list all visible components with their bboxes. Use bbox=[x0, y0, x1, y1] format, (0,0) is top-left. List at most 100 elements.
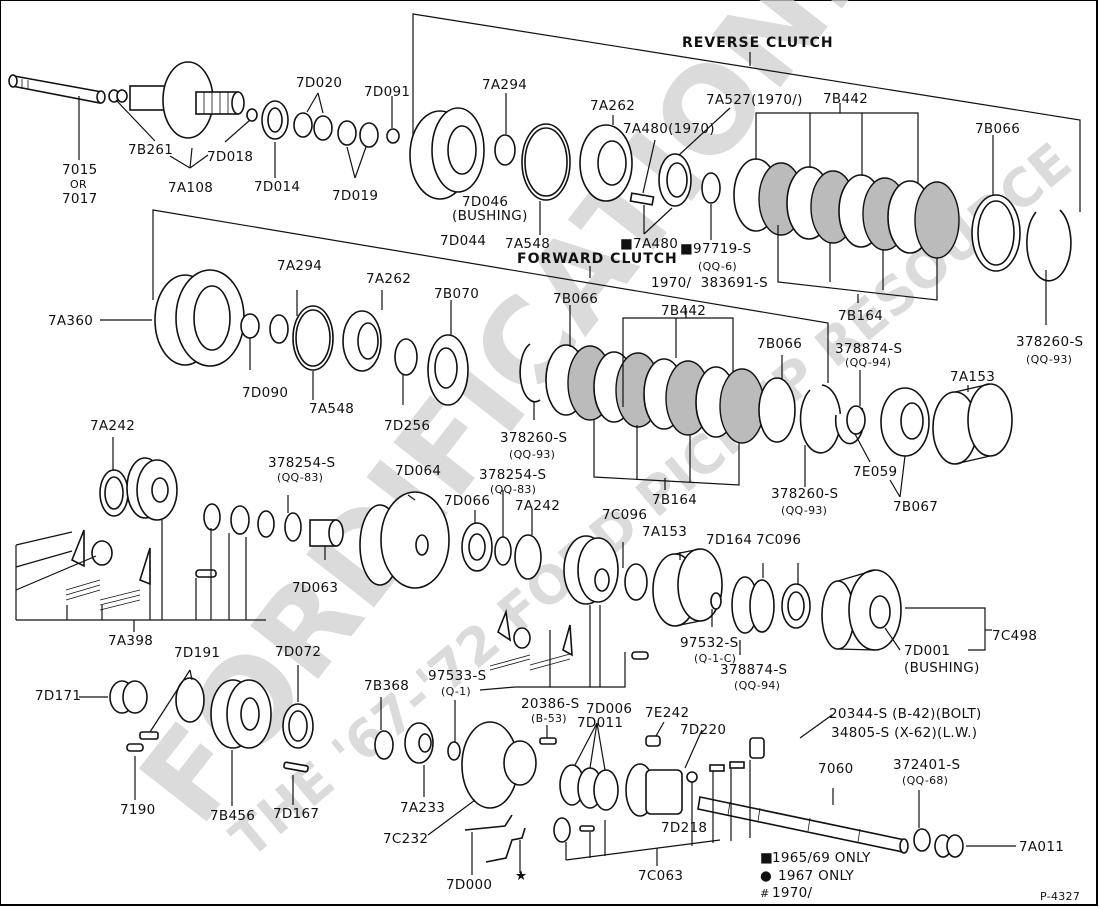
label-7A548-top: 7A548 bbox=[505, 236, 550, 252]
part-372401-seal bbox=[913, 828, 931, 852]
part-7B066-pressure-plate bbox=[971, 194, 1021, 272]
label-7A398: 7A398 bbox=[108, 633, 153, 649]
label-7D191: 7D191 bbox=[174, 645, 220, 661]
legend-item-1967: ● bbox=[760, 868, 772, 884]
part-7D091-washer bbox=[386, 128, 400, 144]
part-7A242-washer bbox=[99, 469, 129, 517]
part-7D014-washer bbox=[261, 100, 289, 140]
label-7C096-left: 7C096 bbox=[602, 507, 647, 523]
part-97532-washer bbox=[710, 592, 722, 610]
part-7D256-ring bbox=[394, 338, 418, 376]
label-7E242: 7E242 bbox=[645, 705, 689, 721]
label-7B164-mid: 7B164 bbox=[652, 492, 697, 508]
legend-item-1970: # bbox=[760, 887, 770, 900]
label-7A480-1970: 7A480(1970) bbox=[623, 121, 715, 137]
part-7A262-piston bbox=[579, 124, 633, 202]
part-7A233-pump-gear bbox=[404, 722, 434, 764]
part-7C096-washer bbox=[624, 563, 648, 601]
legend-text-1970: 1970/ bbox=[772, 885, 813, 901]
forward-clutch-title: FORWARD CLUTCH bbox=[517, 251, 678, 267]
label-7B261: 7B261 bbox=[128, 142, 173, 158]
label-7D256: 7D256 bbox=[384, 418, 430, 434]
label-20386-code: (B-53) bbox=[531, 712, 567, 725]
label-7D218: 7D218 bbox=[661, 820, 707, 836]
label-383691: 1970/ 383691-S bbox=[651, 275, 768, 291]
part-7D171-race bbox=[109, 680, 148, 714]
label-7A294-top: 7A294 bbox=[482, 77, 527, 93]
label-7D001-bushing: (BUSHING) bbox=[904, 660, 980, 676]
part-governor-body bbox=[749, 737, 765, 759]
label-7D018: 7D018 bbox=[207, 149, 253, 165]
part-7A548-seal-b bbox=[292, 305, 334, 371]
part-7D044-reverse-drum bbox=[409, 107, 485, 200]
label-7D171: 7D171 bbox=[35, 688, 81, 704]
label-7C498: 7C498 bbox=[992, 628, 1037, 644]
reverse-clutch-bracket bbox=[412, 13, 1081, 212]
part-7A153-ring-gear bbox=[932, 383, 1013, 465]
part-378260-snap-ring-b bbox=[519, 343, 541, 403]
label-7A294-mid: 7A294 bbox=[277, 258, 322, 274]
part-97719-snap-ring bbox=[701, 172, 721, 204]
part-7D018-bushing bbox=[246, 108, 258, 122]
part-97533-seal bbox=[447, 741, 461, 761]
label-7D001: 7D001 bbox=[904, 643, 950, 659]
label-7D006: 7D006 bbox=[586, 701, 632, 717]
part-7A360-forward-drum bbox=[154, 269, 245, 367]
label-378260-mid: 378260-S bbox=[500, 430, 567, 446]
label-7A108: 7A108 bbox=[168, 180, 213, 196]
part-7A108-stator-support bbox=[129, 61, 245, 139]
part-378254-snap-ring bbox=[284, 512, 302, 542]
part-7C498-reverse-drum bbox=[821, 569, 902, 651]
part-7190-roller bbox=[126, 743, 144, 752]
label-97533: 97533-S bbox=[428, 668, 487, 684]
part-378260-snap-ring-c bbox=[799, 384, 842, 454]
label-7B067: 7B067 bbox=[893, 499, 938, 515]
part-7D063-sun-gear bbox=[309, 519, 344, 547]
part-7015-input-shaft bbox=[8, 74, 106, 104]
part-7A242-washer-b bbox=[514, 534, 542, 580]
label-7D167: 7D167 bbox=[273, 806, 319, 822]
legend-text-1965-69: 1965/69 ONLY bbox=[772, 850, 871, 866]
label-7A153-mid: 7A153 bbox=[642, 524, 687, 540]
label-378874-bottom-code: (QQ-94) bbox=[734, 679, 780, 692]
part-7060-output-shaft bbox=[697, 796, 909, 854]
label-7A262-top: 7A262 bbox=[590, 98, 635, 114]
figure-number: P-4327 bbox=[1040, 890, 1080, 903]
part-7B261-seal bbox=[108, 89, 128, 103]
label-star: ★ bbox=[515, 868, 527, 884]
part-7D218-gasket bbox=[686, 771, 698, 783]
label-7D019: 7D019 bbox=[332, 188, 378, 204]
label-7D046-bushing: (BUSHING) bbox=[452, 208, 528, 224]
label-7D072: 7D072 bbox=[275, 644, 321, 660]
part-7A294-seal bbox=[494, 134, 516, 166]
label-7B164-top: 7B164 bbox=[838, 308, 883, 324]
part-7C232-pump-body bbox=[461, 721, 537, 809]
label-7D064: 7D064 bbox=[395, 463, 441, 479]
part-378254-snap-ring-b bbox=[494, 536, 512, 566]
label-378260-top: 378260-S bbox=[1016, 334, 1083, 350]
forward-clutch-plates bbox=[545, 344, 765, 444]
part-labels: 7015 OR 7017 7B261 7A108 7D018 7D014 7D0… bbox=[35, 75, 1083, 893]
part-7D220-servo-cover bbox=[625, 763, 683, 817]
label-7C063: 7C063 bbox=[638, 868, 683, 884]
label-378874-bottom: 378874-S bbox=[720, 662, 787, 678]
label-378254-mid-code: (QQ-83) bbox=[490, 483, 536, 496]
part-7B456-outer-race bbox=[210, 679, 272, 749]
label-20344: 20344-S (B-42)(BOLT) bbox=[829, 706, 982, 722]
label-7D000: 7D000 bbox=[446, 877, 492, 893]
part-7B066-pressure-plate-b bbox=[758, 377, 796, 443]
label-378874-mid-code: (QQ-94) bbox=[845, 356, 891, 369]
label-7A527: 7A527(1970/) bbox=[706, 92, 803, 108]
label-372401: 372401-S bbox=[893, 757, 960, 773]
part-7C096-washer-b bbox=[781, 583, 811, 629]
legend-text-1967: 1967 ONLY bbox=[778, 868, 855, 884]
label-7D066: 7D066 bbox=[444, 493, 490, 509]
part-7D066-washer bbox=[461, 522, 493, 572]
label-378874-mid: 378874-S bbox=[835, 341, 902, 357]
part-7D191-spring bbox=[139, 677, 205, 740]
part-7A548-seal bbox=[521, 123, 571, 201]
label-7190: 7190 bbox=[120, 802, 156, 818]
part-7A011-bushing bbox=[934, 834, 964, 858]
label-7A262-mid: 7A262 bbox=[366, 271, 411, 287]
